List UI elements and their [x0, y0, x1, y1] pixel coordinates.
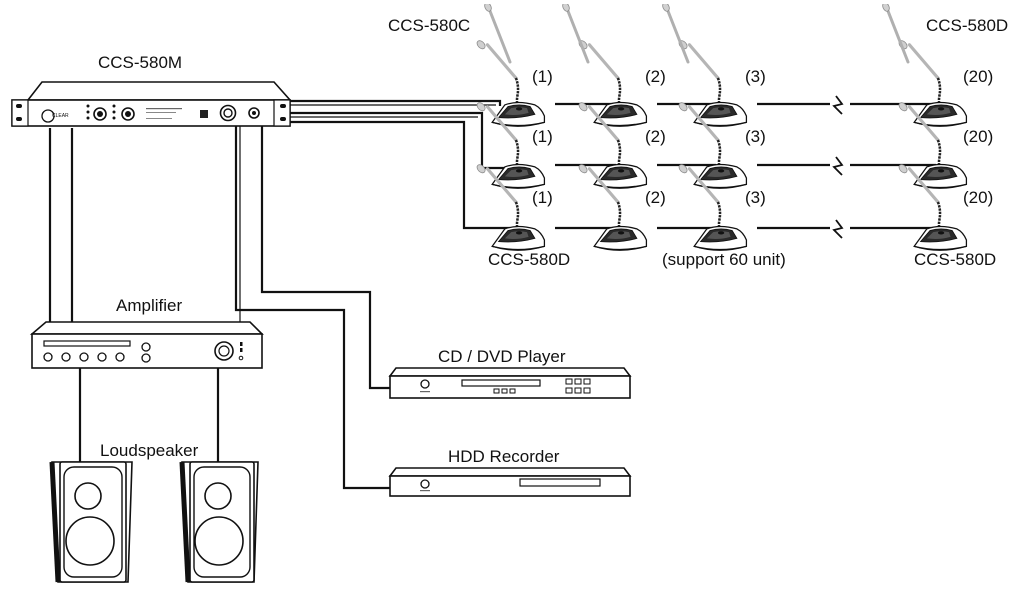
main-unit[interactable]: CLEAR [11, 81, 292, 127]
woofer-right [194, 516, 244, 566]
support-note: (support 60 unit) [662, 250, 786, 269]
delegate-label-bottom-left: CCS-580D [488, 250, 570, 269]
unit-number: (20) [963, 127, 993, 146]
unit-number: (3) [745, 67, 766, 86]
hdd-recorder[interactable] [388, 467, 632, 497]
main-unit-label: CCS-580M [98, 53, 182, 72]
unit-number: (2) [645, 188, 666, 207]
unit-number: (20) [963, 188, 993, 207]
woofer-left [65, 516, 115, 566]
loudspeaker-label: Loudspeaker [100, 441, 199, 460]
cables [48, 95, 936, 490]
tweeter-right [204, 482, 232, 510]
unit-number: (1) [532, 188, 553, 207]
unit-number: (3) [745, 127, 766, 146]
unit-number: (2) [645, 127, 666, 146]
amplifier-label: Amplifier [116, 296, 182, 315]
unit-row1-20[interactable] [895, 39, 969, 128]
brand-text: CLEAR [52, 113, 69, 119]
tweeter-left [74, 482, 102, 510]
cable-row-1 [290, 99, 502, 106]
cd-dvd-player[interactable] [388, 367, 632, 399]
unit-number: (2) [645, 67, 666, 86]
cable-main-hdd [234, 125, 390, 490]
unit-row1-2[interactable] [575, 39, 649, 128]
chairman-label: CCS-580C [388, 16, 470, 35]
delegate-label-top-right: CCS-580D [926, 16, 1008, 35]
cable-row-3 [290, 120, 510, 230]
amplifier[interactable] [29, 321, 264, 369]
loudspeaker-left[interactable] [49, 461, 133, 583]
power-switch[interactable] [200, 110, 208, 118]
delegate-label-bottom-right: CCS-580D [914, 250, 996, 269]
cd-player-label: CD / DVD Player [438, 347, 566, 366]
unit-number: (1) [532, 67, 553, 86]
unit-number: (1) [532, 127, 553, 146]
unit-row1-3[interactable] [675, 39, 749, 128]
loudspeaker-right[interactable] [179, 461, 259, 583]
unit-number: (20) [963, 67, 993, 86]
brand-logo [41, 109, 55, 123]
labels: CCS-580M CCS-580C CCS-580D CCS-580D (sup… [98, 16, 1008, 466]
conference-units [473, 4, 969, 252]
cable-main-cd [260, 125, 390, 390]
cable-row-2 [290, 111, 510, 170]
unit-number: (3) [745, 188, 766, 207]
hdd-recorder-label: HDD Recorder [448, 447, 560, 466]
